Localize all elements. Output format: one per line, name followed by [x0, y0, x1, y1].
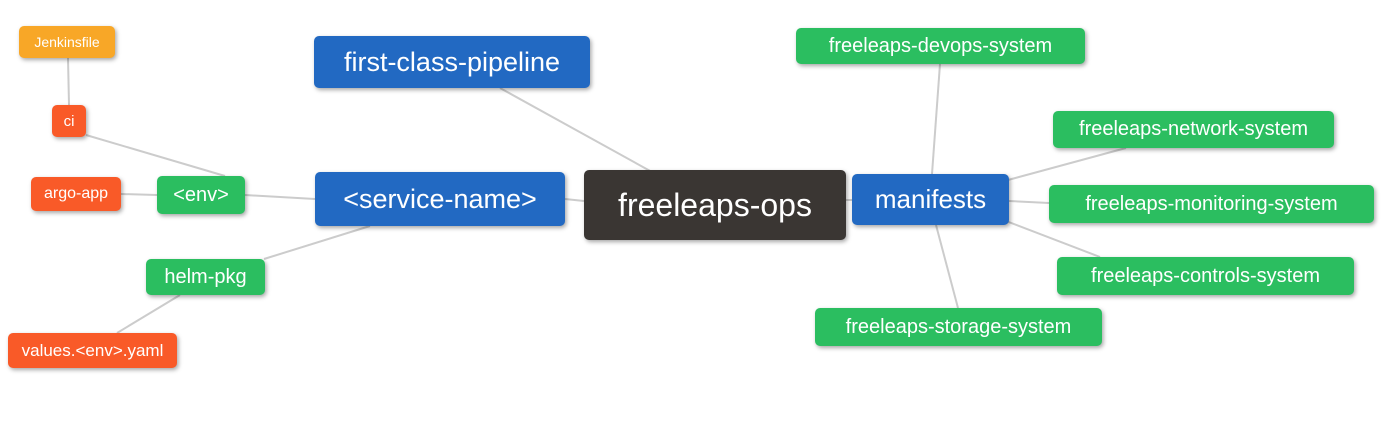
edge-argo-app-env	[120, 193, 158, 196]
edge-env-service-name	[244, 194, 316, 200]
node-jenkinsfile[interactable]: Jenkinsfile	[19, 26, 115, 58]
edge-ci-env	[85, 134, 226, 177]
node-helm-pkg[interactable]: helm-pkg	[146, 259, 265, 295]
edge-helm-pkg-service-name	[263, 225, 371, 260]
edge-manifests-storage	[935, 224, 959, 309]
node-env[interactable]: <env>	[157, 176, 245, 214]
node-manifests[interactable]: manifests	[852, 174, 1009, 225]
node-freeleaps-devops-system[interactable]: freeleaps-devops-system	[796, 28, 1085, 64]
node-values-env-yaml[interactable]: values.<env>.yaml	[8, 333, 177, 368]
node-argo-app[interactable]: argo-app	[31, 177, 121, 211]
node-freeleaps-controls-system[interactable]: freeleaps-controls-system	[1057, 257, 1354, 295]
node-root-freeleaps-ops[interactable]: freeleaps-ops	[584, 170, 846, 240]
node-ci[interactable]: ci	[52, 105, 86, 137]
node-freeleaps-monitoring-system[interactable]: freeleaps-monitoring-system	[1049, 185, 1374, 223]
edge-manifests-controls	[1005, 220, 1101, 258]
node-first-class-pipeline[interactable]: first-class-pipeline	[314, 36, 590, 88]
edge-manifests-network	[1007, 147, 1127, 181]
node-freeleaps-network-system[interactable]: freeleaps-network-system	[1053, 111, 1334, 148]
edge-pipeline-root	[499, 87, 653, 173]
edge-values-helm-pkg	[116, 294, 181, 334]
node-service-name[interactable]: <service-name>	[315, 172, 565, 226]
edge-service-name-root	[564, 198, 585, 202]
edge-manifests-monitoring	[1008, 200, 1050, 204]
edge-manifests-devops	[931, 63, 941, 175]
node-freeleaps-storage-system[interactable]: freeleaps-storage-system	[815, 308, 1102, 346]
edge-jenkinsfile-ci	[67, 57, 70, 106]
